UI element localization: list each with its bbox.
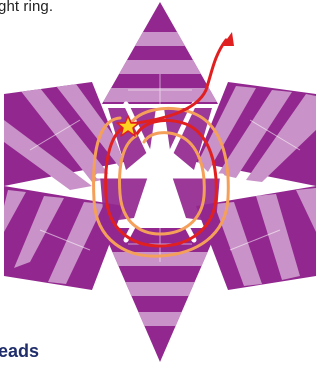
arrowhead-icon (222, 32, 234, 46)
top-caption-fragment: ght ring. (0, 0, 53, 15)
top-tip-tile (90, 2, 230, 104)
bottom-caption-fragment: eads (0, 341, 39, 362)
bottom-tip-tile (90, 228, 230, 362)
